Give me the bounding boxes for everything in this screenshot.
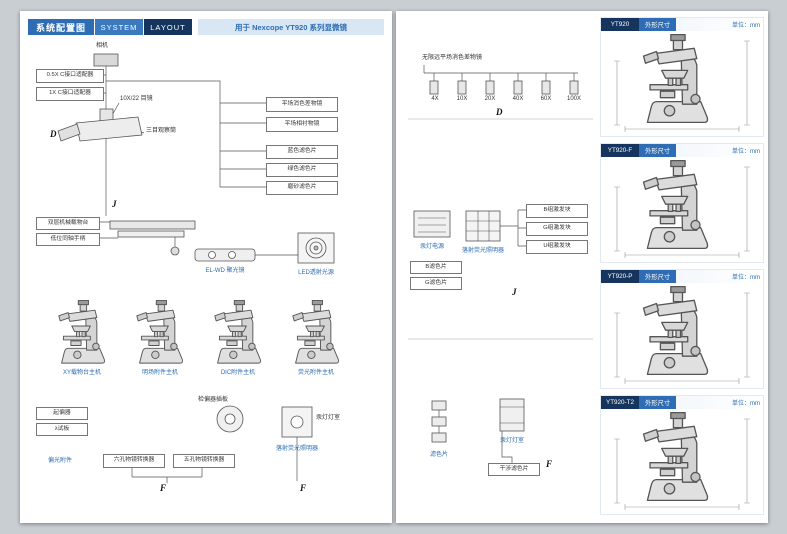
dimension-panel-3: YT920-P 外形尺寸 单位：mm: [600, 269, 764, 389]
panel-3-drawing: [601, 283, 763, 386]
right-diagram-drawing: [408, 65, 593, 463]
eyepiece-label: 10X/22 目镜: [120, 96, 153, 102]
condenser-caption: EL-WD 聚光镜: [205, 268, 245, 274]
block-g-box: G组激发块: [526, 222, 588, 236]
objective-item-2: 10X: [456, 96, 468, 102]
panel-3-unit: 单位：mm: [732, 275, 760, 281]
analyzer-caption: 检偏器插板: [198, 397, 229, 403]
panel-4-header: YT920-T2 外形尺寸 单位：mm: [601, 396, 763, 409]
panel-3-title: 外形尺寸: [639, 270, 677, 283]
filter-g-box: G滤色片: [410, 277, 462, 290]
trinocular-label: 三目观察筒: [146, 128, 177, 134]
dimension-panel-4: YT920-T2 外形尺寸 单位：mm: [600, 395, 764, 515]
panel-4-model: YT920-T2: [601, 396, 639, 409]
camera-label: 相机: [96, 43, 109, 49]
objective-tree-title: 无限远平场消色差物镜: [422, 55, 483, 61]
page-right: 无限远平场消色差物镜 4X 10X 20X 40X 60X 100X D 汞灯电…: [396, 11, 768, 523]
panel-1-header: YT920 外形尺寸 单位：mm: [601, 18, 763, 31]
lambda-plate-box: λ试板: [36, 423, 88, 436]
panel-2-drawing: [601, 157, 763, 260]
objective-item-5: 60X: [540, 96, 552, 102]
objective-item-4: 40X: [512, 96, 524, 102]
page-subtitle: 用于 Nexcope YT920 系列显微镜: [198, 19, 384, 35]
panel-4-title: 外形尺寸: [639, 396, 677, 409]
filter-green-box: 绿色滤色片: [266, 163, 338, 177]
illuminator-caption: 落射荧光照明器: [461, 248, 504, 254]
filter-blue-box: 蓝色滤色片: [266, 145, 338, 159]
microscope-thumb-3: [214, 300, 261, 364]
marker-j-right: J: [512, 287, 517, 297]
microscope-thumb-4: [292, 300, 339, 364]
scope-caption-2: 明场附件主机: [141, 370, 178, 376]
panel-2-model: YT920-F: [601, 144, 639, 157]
panel-1-model: YT920: [601, 18, 639, 31]
mercury-house-label: 汞灯灯室: [316, 415, 341, 421]
lamp-caption: LED透射光源: [298, 270, 334, 276]
scope-caption-4: 荧光附件主机: [297, 370, 334, 376]
adapter-1x-box: 1X C接口适配器: [36, 87, 104, 101]
mercury-lamp-caption: 汞灯灯室: [499, 438, 524, 444]
objective-item-1: 4X: [431, 96, 439, 102]
epi-illuminator-caption: 落射荧光照明器: [275, 446, 318, 452]
marker-f-right: F: [546, 459, 553, 469]
marker-f2: F: [300, 483, 307, 493]
filter-frosted-box: 磨砂滤色片: [266, 181, 338, 195]
marker-d-right: D: [496, 107, 503, 117]
page-left: 系统配置图 SYSTEM LAYOUT 用于 Nexcope YT920 系列显…: [20, 11, 392, 523]
marker-d: D: [50, 129, 57, 139]
scope-caption-1: XY载物台主机: [62, 370, 101, 376]
dimension-panel-1: YT920 外形尺寸 单位：mm: [600, 17, 764, 137]
left-diagram-drawing: [57, 53, 339, 483]
panel-1-unit: 单位：mm: [732, 23, 760, 29]
panel-1-drawing: [601, 31, 763, 134]
nosepiece-6-box: 六孔物镜转换器: [103, 454, 165, 468]
dimension-panel-2: YT920-F 外形尺寸 单位：mm: [600, 143, 764, 263]
objective-plan-box: 平场消色差物镜: [266, 97, 338, 112]
filter-b-box: B滤色片: [410, 261, 462, 274]
stage-box: 双层机械载物台: [36, 217, 100, 230]
panel-2-title: 外形尺寸: [639, 144, 677, 157]
adapter-05x-box: 0.5X C接口适配器: [36, 69, 104, 83]
objective-phase-box: 平场相衬物镜: [266, 117, 338, 132]
page-title-cn: 系统配置图: [28, 19, 94, 35]
panel-2-header: YT920-F 外形尺寸 单位：mm: [601, 144, 763, 157]
marker-f1: F: [160, 483, 167, 493]
marker-j: J: [112, 199, 117, 209]
polarizer-caption: 偏光附件: [47, 458, 72, 464]
panel-3-model: YT920-P: [601, 270, 639, 283]
panel-4-unit: 单位：mm: [732, 401, 760, 407]
page-title-en1: SYSTEM: [95, 19, 143, 35]
microscope-thumb-1: [58, 300, 105, 364]
panel-4-drawing: [601, 409, 763, 512]
polarizer-box: 起偏器: [36, 407, 88, 420]
nosepiece-5-box: 五孔物镜转换器: [173, 454, 235, 468]
page-title-en2: LAYOUT: [144, 19, 192, 35]
panel-1-title: 外形尺寸: [639, 18, 677, 31]
objective-item-3: 20X: [484, 96, 496, 102]
block-u-box: U组激发块: [526, 240, 588, 254]
scope-caption-3: DIC附件主机: [220, 370, 256, 376]
panel-3-header: YT920-P 外形尺寸 单位：mm: [601, 270, 763, 283]
filters-caption: 滤色片: [429, 452, 448, 458]
panel-2-unit: 单位：mm: [732, 149, 760, 155]
mercury-power-caption: 汞灯电源: [419, 244, 444, 250]
stage-handle-box: 低位同轴手柄: [36, 233, 100, 246]
microscope-thumb-2: [136, 300, 183, 364]
block-b-box: B组激发块: [526, 204, 588, 218]
objective-item-6: 100X: [566, 96, 581, 102]
interference-filter-box: 干涉滤色片: [488, 463, 540, 476]
